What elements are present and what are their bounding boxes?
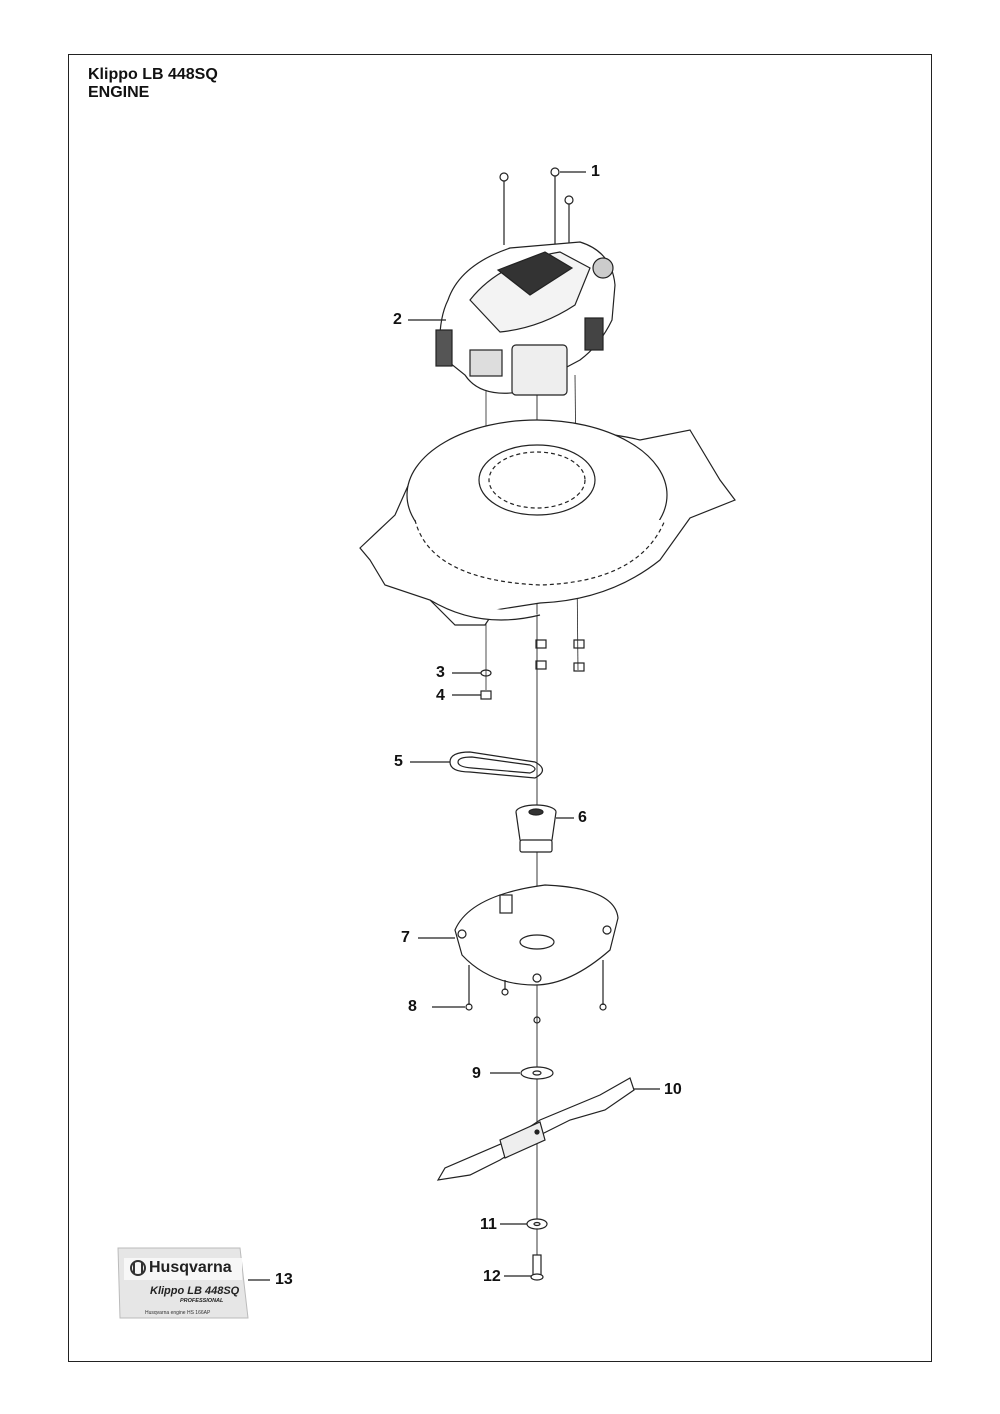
model-title: Klippo LB 448SQ [88, 66, 218, 83]
page-border [68, 54, 932, 1362]
blade-guard-item-7 [454, 884, 619, 986]
callout-1: 1 [591, 163, 600, 180]
callout-8: 8 [408, 998, 417, 1015]
mower-deck [359, 419, 736, 626]
pulley-item-6 [515, 804, 557, 853]
nut-right-1 [535, 639, 547, 670]
callout-9: 9 [472, 1065, 481, 1082]
bolt-item-12 [530, 1254, 544, 1281]
nut-item-4 [480, 690, 492, 700]
callout-12: 12 [483, 1268, 501, 1285]
decal-grade: PROFESSIONAL [180, 1298, 224, 1304]
belt-item-5 [449, 751, 544, 779]
washer-item-11 [526, 1218, 548, 1230]
engine-bolt-1 [499, 172, 509, 245]
husqvarna-decal [117, 1247, 249, 1319]
engine-illustration [435, 241, 616, 396]
callout-2: 2 [393, 311, 402, 328]
husqvarna-logo-icon [130, 1260, 146, 1276]
callout-13: 13 [275, 1271, 293, 1288]
screws-item-8 [465, 960, 607, 1024]
washer-item-9 [520, 1066, 554, 1080]
decal-model: Klippo LB 448SQ [150, 1285, 240, 1297]
callout-10: 10 [664, 1081, 682, 1098]
nut-right-2 [573, 639, 585, 672]
blade-item-10 [436, 1077, 635, 1181]
callout-6: 6 [578, 809, 587, 826]
callout-5: 5 [394, 753, 403, 770]
callout-7: 7 [401, 929, 410, 946]
page-title: Klippo LB 448SQ ENGINE [88, 66, 218, 102]
engine-bolt-2 [550, 167, 560, 245]
decal-engine-note: Husqvarna engine HS 166AP [145, 1310, 211, 1316]
decal-brand: Husqvarna [149, 1259, 232, 1276]
section-title: ENGINE [88, 84, 150, 101]
callout-3: 3 [436, 664, 445, 681]
callout-11: 11 [480, 1216, 497, 1233]
callout-4: 4 [436, 687, 445, 704]
